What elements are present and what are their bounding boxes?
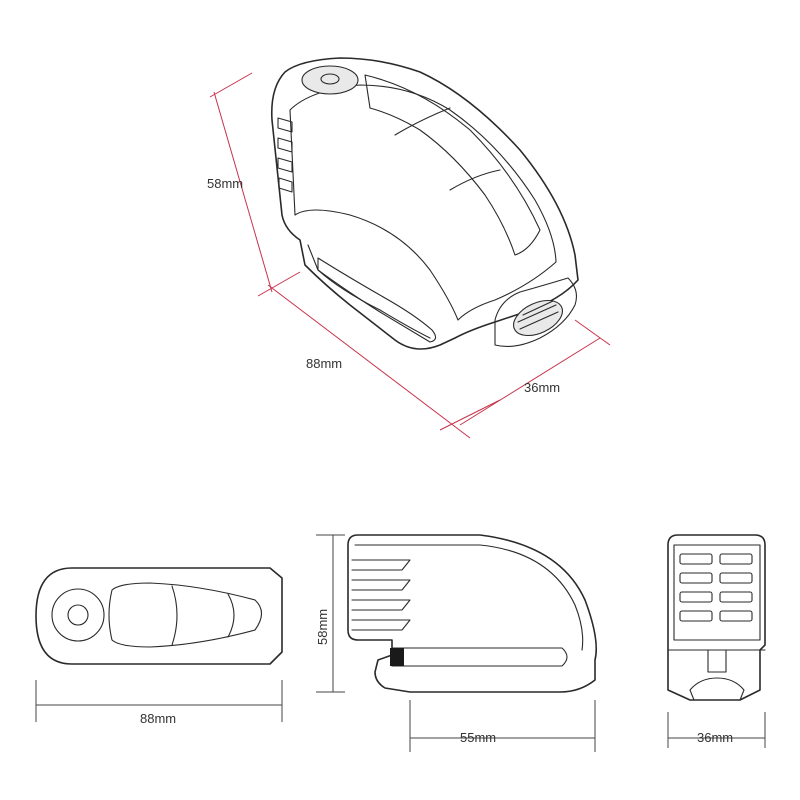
side-shell-edge — [354, 544, 584, 651]
top-band-divider-2 — [227, 593, 235, 638]
top-lock-cylinder — [51, 588, 105, 642]
iso-speaker-grille — [513, 299, 563, 337]
iso-band-divider-2 — [449, 169, 501, 191]
iso-grille-line-2 — [519, 311, 559, 330]
iso-vent-3 — [277, 157, 293, 173]
iso-keyhole-icon — [320, 73, 340, 85]
front-pin-slot — [707, 649, 727, 673]
iso-band-divider-1 — [394, 107, 451, 136]
iso-shell-edge — [289, 84, 557, 321]
top-band-divider-1 — [171, 585, 178, 646]
iso-length-label: 88mm — [306, 356, 342, 371]
iso-height-tick-bottom — [257, 271, 301, 297]
side-vent-4 — [351, 619, 411, 631]
top-keyhole-icon — [67, 604, 89, 626]
isometric-view: 58mm 88mm 36mm — [207, 57, 611, 439]
side-pin-label: 55mm — [460, 730, 496, 745]
iso-lower-jaw — [307, 244, 431, 339]
iso-length-dim-line — [267, 284, 471, 439]
iso-vent-1 — [277, 117, 293, 133]
front-vent-grid — [679, 553, 753, 622]
iso-width-label: 36mm — [524, 380, 560, 395]
iso-width-tick — [574, 319, 611, 346]
front-inner-frame — [673, 544, 761, 641]
side-disc-slot — [391, 647, 568, 667]
side-vent-3 — [351, 599, 411, 611]
side-view: 58mm 55mm — [315, 534, 598, 752]
side-vent-1 — [351, 559, 411, 571]
iso-width-dim-line — [459, 337, 601, 426]
iso-height-tick-top — [209, 72, 253, 98]
front-width-label: 36mm — [697, 730, 733, 745]
front-bottom-cap — [689, 677, 745, 701]
top-view: 88mm — [35, 567, 283, 726]
iso-top-band — [364, 74, 541, 256]
iso-grille-line-1 — [517, 304, 557, 323]
iso-lock-cylinder — [301, 65, 359, 95]
iso-length-tick — [439, 399, 501, 431]
iso-height-label: 58mm — [207, 176, 243, 191]
top-band — [108, 582, 263, 648]
iso-grille-line-3 — [522, 300, 554, 316]
iso-vent-4 — [278, 177, 293, 193]
side-body-outline — [347, 534, 598, 693]
iso-height-dim-line — [213, 91, 273, 293]
front-view: 36mm — [667, 534, 766, 748]
top-body-outline — [35, 567, 283, 665]
iso-end-cap — [494, 277, 577, 347]
side-vent-2 — [351, 579, 411, 591]
front-body-outline — [667, 534, 766, 701]
iso-disc-slot — [317, 257, 437, 343]
side-height-label: 58mm — [315, 609, 330, 645]
side-locking-pin — [390, 648, 404, 666]
top-length-label: 88mm — [140, 711, 176, 726]
iso-vent-2 — [277, 137, 293, 153]
